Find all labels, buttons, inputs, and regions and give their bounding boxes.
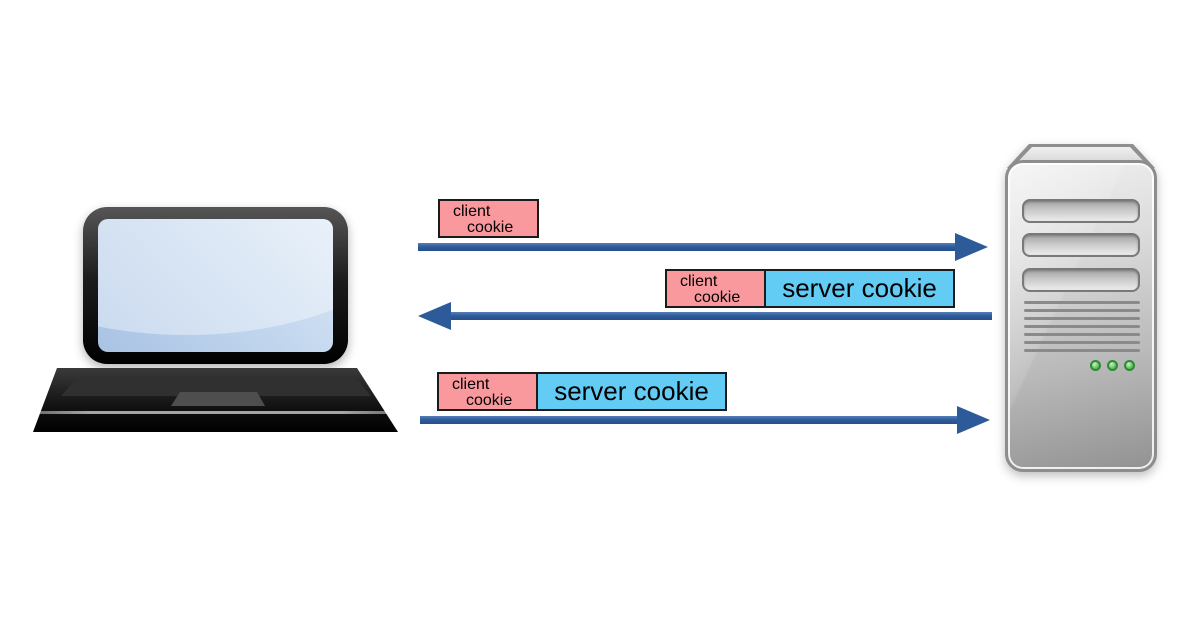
laptop-screen: [98, 219, 333, 352]
arrow-shaft: [420, 416, 962, 424]
laptop-keyboard: [61, 377, 371, 396]
server-cookie-box: server cookie: [764, 269, 955, 308]
server-vent-line: [1024, 301, 1140, 304]
arrow-shaft: [418, 243, 960, 251]
server-vent-line: [1024, 325, 1140, 328]
arrowhead-left-icon: [418, 302, 451, 330]
server-drive-bay: [1022, 268, 1140, 292]
message-2-label: client cookie server cookie: [665, 269, 955, 308]
client-cookie-box: client cookie: [437, 372, 538, 411]
server-vent-line: [1024, 349, 1140, 352]
response-arrow-server-to-client: [418, 302, 992, 330]
server-vent-line: [1024, 333, 1140, 336]
client-cookie-text-line2: cookie: [694, 289, 741, 306]
laptop-base: [33, 368, 398, 432]
message-3-label: client cookie server cookie: [437, 372, 727, 411]
server-led-icon: [1107, 360, 1118, 371]
arrowhead-right-icon: [955, 233, 988, 261]
client-cookie-text-line1: client: [452, 376, 490, 393]
laptop-front-edge: [33, 411, 398, 414]
arrowhead-right-icon: [957, 406, 990, 434]
client-cookie-text-line1: client: [453, 203, 491, 220]
client-cookie-box: client cookie: [665, 269, 766, 308]
server-led-icon: [1124, 360, 1135, 371]
laptop-trackpad: [171, 392, 265, 406]
client-cookie-text-line2: cookie: [466, 392, 513, 409]
laptop-bezel: [83, 207, 348, 364]
request-arrow-client-to-server: [418, 233, 988, 261]
arrow-shaft: [446, 312, 992, 320]
server-drive-bay: [1022, 233, 1140, 257]
server-body: [1005, 160, 1157, 472]
client-cookie-box: client cookie: [438, 199, 539, 238]
server-tower-icon: [1005, 144, 1157, 474]
server-vent-line: [1024, 309, 1140, 312]
server-drive-bay: [1022, 199, 1140, 223]
server-cookie-box: server cookie: [536, 372, 727, 411]
server-vent-line: [1024, 341, 1140, 344]
client-cookie-text-line2: cookie: [467, 219, 514, 236]
server-vent-line: [1024, 317, 1140, 320]
server-led-icon: [1090, 360, 1101, 371]
message-1-label: client cookie: [438, 199, 539, 238]
client-cookie-text-line1: client: [680, 273, 718, 290]
request-arrow-client-to-server-2: [420, 406, 990, 434]
